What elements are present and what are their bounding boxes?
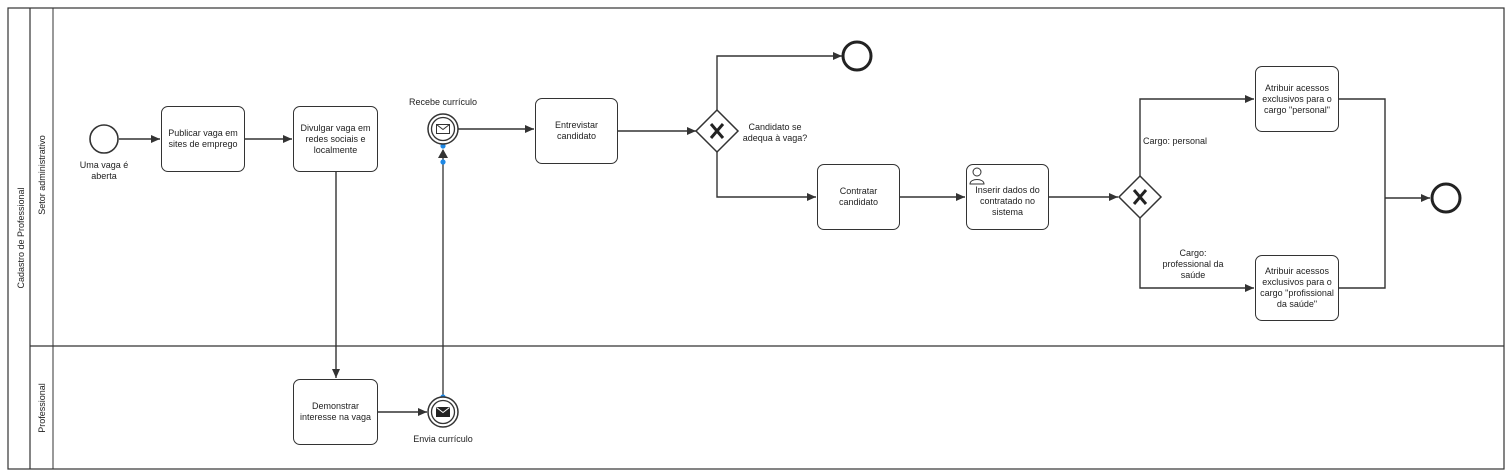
end-event-final[interactable] — [1430, 182, 1462, 214]
send-message-event[interactable] — [427, 396, 459, 428]
flow-gateway-to-end-top — [716, 52, 842, 110]
flow-gateway-to-personal — [1139, 95, 1254, 176]
pool-label: Cadastro de Professional — [16, 187, 26, 289]
gateway-role-personal-label: Cargo: personal — [1143, 136, 1208, 146]
start-event-label: Uma vaga é aberta — [79, 160, 129, 181]
connector-point[interactable] — [440, 143, 446, 149]
envelope-filled-icon — [436, 407, 450, 417]
send-event-label: Envia currículo — [413, 434, 473, 444]
pool-border — [7, 7, 1505, 470]
start-event[interactable] — [89, 124, 119, 154]
x-icon — [1132, 189, 1148, 205]
task-label: Entrevistar candidato — [554, 120, 598, 141]
task-access-health[interactable]: Atribuir acessos exclusivos para o cargo… — [1255, 255, 1339, 321]
task-label: Contratar candidato — [838, 186, 879, 207]
task-show-interest[interactable]: Demonstrar interesse na vaga — [293, 379, 378, 445]
x-icon — [709, 123, 725, 139]
task-promote-job[interactable]: Divulgar vaga em redes sociais e localme… — [293, 106, 378, 172]
exclusive-gateway-fit[interactable] — [694, 108, 740, 154]
task-label: Atribuir acessos exclusivos para o cargo… — [1262, 82, 1332, 115]
flow-gateway-to-hire — [716, 152, 816, 201]
task-label: Demonstrar interesse na vaga — [299, 401, 372, 422]
gateway-role-health-label: Cargo: professional da saúde — [1162, 248, 1224, 280]
gateway-fit-label: Candidato se adequa à vaga? — [742, 122, 808, 143]
task-interview[interactable]: Entrevistar candidato — [535, 98, 618, 164]
exclusive-gateway-role[interactable] — [1117, 174, 1163, 220]
task-label: Atribuir acessos exclusivos para o cargo… — [1260, 266, 1334, 309]
receive-event-label: Recebe currículo — [408, 97, 478, 107]
task-register-hire[interactable]: Inserir dados do contratado no sistema — [966, 164, 1049, 230]
lane-label-professional: Professional — [37, 383, 47, 433]
end-event-rejected[interactable] — [841, 40, 873, 72]
task-label: Divulgar vaga em redes sociais e localme… — [300, 122, 371, 155]
task-publish-job[interactable]: Publicar vaga em sites de emprego — [161, 106, 245, 172]
user-task-icon — [969, 167, 985, 185]
task-label: Publicar vaga em sites de emprego — [168, 128, 238, 149]
receive-message-event[interactable] — [427, 113, 459, 145]
connector-point[interactable] — [440, 159, 446, 165]
flow-personal-to-end — [1339, 98, 1386, 289]
task-hire[interactable]: Contratar candidato — [817, 164, 900, 230]
flow-gateway-to-health — [1139, 218, 1254, 292]
task-label: Inserir dados do contratado no sistema — [975, 184, 1040, 217]
envelope-icon — [436, 124, 450, 134]
lane-label-admin: Setor administrativo — [37, 135, 47, 215]
task-access-personal[interactable]: Atribuir acessos exclusivos para o cargo… — [1255, 66, 1339, 132]
message-flow-arrowhead — [438, 149, 448, 158]
